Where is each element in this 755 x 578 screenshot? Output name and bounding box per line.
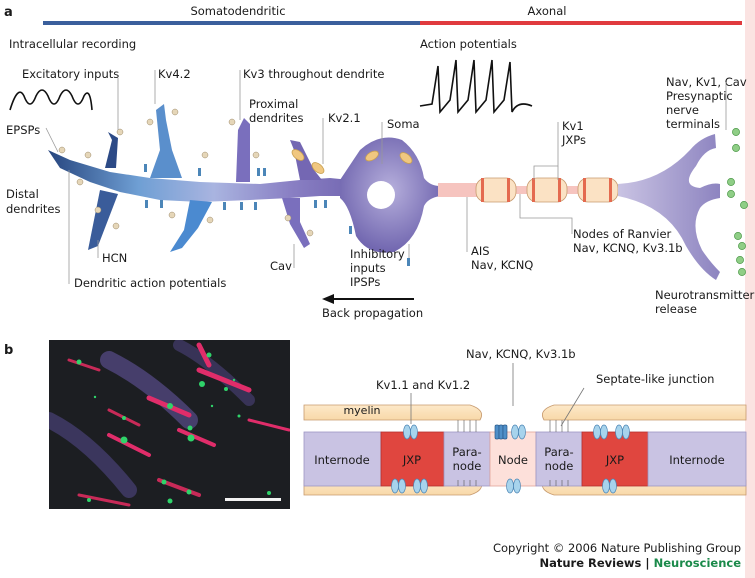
leader-line xyxy=(533,122,559,180)
panel-b-letter: b xyxy=(4,343,13,358)
myelin-label: myelin xyxy=(343,404,380,417)
axonal-label: Axonal xyxy=(528,4,567,18)
ais-channels-label: Nav, KCNQ xyxy=(471,258,533,272)
journal-section: Neuroscience xyxy=(653,556,741,570)
channel-cluster xyxy=(399,152,413,164)
kv42-label: Kv4.2 xyxy=(158,67,191,81)
proximal-dendrites-label: dendrites xyxy=(249,111,303,125)
epsp-trace xyxy=(9,89,93,111)
neurotransmitter-label: Neurotransmitter xyxy=(655,288,755,302)
somatodendritic-label: Somatodendritic xyxy=(190,4,285,18)
node-label: Node xyxy=(498,453,528,467)
micrograph-svg xyxy=(49,340,290,509)
nav-channel xyxy=(494,424,508,440)
proximal-label: Proximal xyxy=(249,97,298,111)
paranode-left-label-1: Para- xyxy=(452,445,481,459)
myelinated-axon xyxy=(475,177,690,203)
distal-label: Distal xyxy=(6,187,39,201)
receptor-glyphs xyxy=(144,164,410,266)
kv1-label: Kv1 xyxy=(562,119,584,133)
hcn-label: HCN xyxy=(102,251,127,265)
channel-cluster xyxy=(311,162,325,174)
page-edge xyxy=(745,0,755,578)
myelin-top-right xyxy=(541,404,747,421)
internode-right xyxy=(647,431,747,487)
channel-cluster xyxy=(291,149,305,161)
node-channels-label-b: Nav, KCNQ, Kv3.1b xyxy=(466,347,576,361)
leader-line xyxy=(560,387,585,427)
nodes-of-ranvier-label: Nodes of Ranvier xyxy=(573,227,672,241)
nerve-label: nerve xyxy=(666,103,699,117)
leader-line xyxy=(519,194,573,234)
action-potentials-label: Action potentials xyxy=(420,37,517,51)
panel-a-letter: a xyxy=(4,5,13,20)
arrowhead-icon xyxy=(322,294,334,304)
kv3-label: Kv3 throughout dendrite xyxy=(243,67,384,81)
paranode-right-label-2: node xyxy=(545,459,574,473)
release-label: release xyxy=(655,302,697,316)
journal-name: Nature Reviews xyxy=(539,556,642,570)
jxp-left-label: JXP xyxy=(402,453,421,467)
back-propagation-label: Back propagation xyxy=(322,306,423,320)
ipsps-label: IPSPs xyxy=(350,275,380,289)
axonal-bar xyxy=(420,21,742,25)
node xyxy=(489,431,537,487)
footer-credit: Copyright © 2006 Nature Publishing Group… xyxy=(493,541,741,571)
excitatory-synapse-glyphs xyxy=(58,108,314,237)
epsps-label: EPSPs xyxy=(6,123,40,137)
kv21-label: Kv2.1 xyxy=(328,111,361,125)
copyright-text: Copyright © 2006 Nature Publishing Group xyxy=(492,541,741,555)
node-diagram xyxy=(303,404,747,496)
inhibitory-label: Inhibitory xyxy=(350,247,405,261)
septate-junction-label: Septate-like junction xyxy=(596,372,714,386)
kv1-channels xyxy=(391,424,630,494)
synaptic-vesicles xyxy=(727,128,748,276)
excitatory-inputs-label: Excitatory inputs xyxy=(22,67,119,81)
jxp-left xyxy=(380,431,445,487)
paranode-left-label-2: node xyxy=(453,459,482,473)
paranode-right-label-1: Para- xyxy=(544,445,573,459)
somatodendritic-bar xyxy=(43,21,420,25)
dendritic-ap-label: Dendritic action potentials xyxy=(74,276,226,290)
node-channels-label: Nav, KCNQ, Kv3.1b xyxy=(573,241,683,255)
distal-dendrites-label: dendrites xyxy=(6,202,60,216)
jxp-right-label: JXP xyxy=(605,453,624,467)
intracellular-recording-label: Intracellular recording xyxy=(9,37,136,51)
kv11-kv12-label: Kv1.1 and Kv1.2 xyxy=(376,378,470,392)
soma-label: Soma xyxy=(387,117,420,131)
dendritic-tree xyxy=(48,104,350,252)
epsps-leader xyxy=(45,127,59,153)
internode-left xyxy=(303,431,382,487)
presynaptic-label: Presynaptic xyxy=(666,89,733,103)
internode-left-label: Internode xyxy=(314,453,370,467)
internode-right-label: Internode xyxy=(669,453,725,467)
nucleus xyxy=(367,181,395,209)
terminal-channels-label: Nav, Kv1, Cav xyxy=(666,75,747,89)
journal-separator: | xyxy=(641,556,654,570)
journal-line: Nature Reviews | Neuroscience xyxy=(493,556,741,571)
inputs-label: inputs xyxy=(350,261,386,275)
jxps-label: JXPs xyxy=(561,133,586,147)
ais-label: AIS xyxy=(471,244,490,258)
channel-cluster xyxy=(365,150,379,162)
axon-terminals xyxy=(618,134,720,280)
scale-bar xyxy=(225,498,281,501)
fluorescence-micrograph xyxy=(49,340,290,509)
terminals-label: terminals xyxy=(666,117,720,131)
myelin-top-left xyxy=(303,404,483,421)
cav-label: Cav xyxy=(270,259,292,273)
paranode-right xyxy=(535,431,583,487)
action-potential-trace xyxy=(419,59,533,115)
